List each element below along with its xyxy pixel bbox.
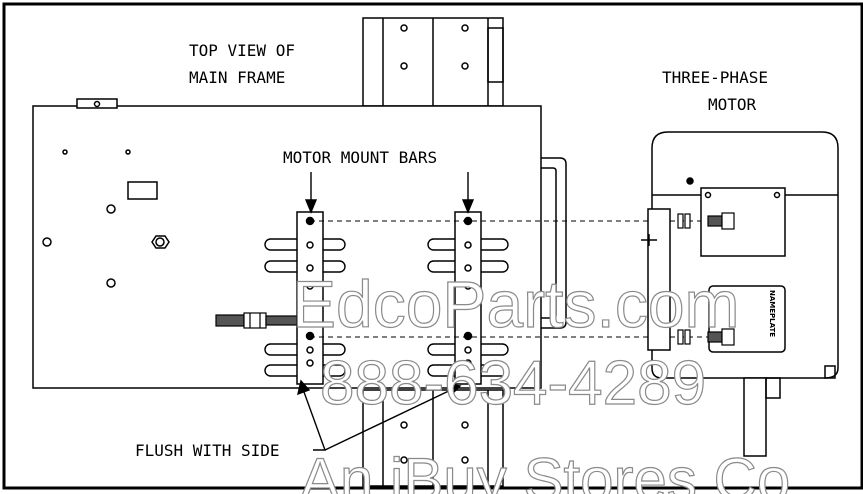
watermark-site: EdcoParts.com: [292, 267, 740, 341]
motor-bolts: [677, 212, 735, 346]
top-hinge-block: [362, 17, 504, 107]
motor-label-line2: MOTOR: [708, 95, 757, 114]
mount-bar-right: [454, 211, 482, 385]
mount-bar-arrows: [304, 172, 475, 214]
top-view-label-line1: TOP VIEW OF: [189, 41, 295, 60]
nameplate-label: NAMEPLATE: [768, 290, 776, 337]
flush-leaders: [297, 379, 462, 451]
mount-bar-left: [296, 211, 324, 385]
adjustment-bolt: [215, 312, 299, 329]
flush-label: FLUSH WITH SIDE: [135, 441, 280, 460]
alignment-lines: [310, 220, 710, 338]
mount-bars-label: MOTOR MOUNT BARS: [283, 148, 437, 167]
top-view-label-line2: MAIN FRAME: [189, 68, 285, 87]
watermark-phone: 888-634-4289: [320, 349, 706, 418]
motor-label-line1: THREE-PHASE: [662, 68, 768, 87]
bottom-hinge-block: [362, 389, 504, 487]
watermark-company: An iBuy Stores Co: [300, 446, 790, 494]
